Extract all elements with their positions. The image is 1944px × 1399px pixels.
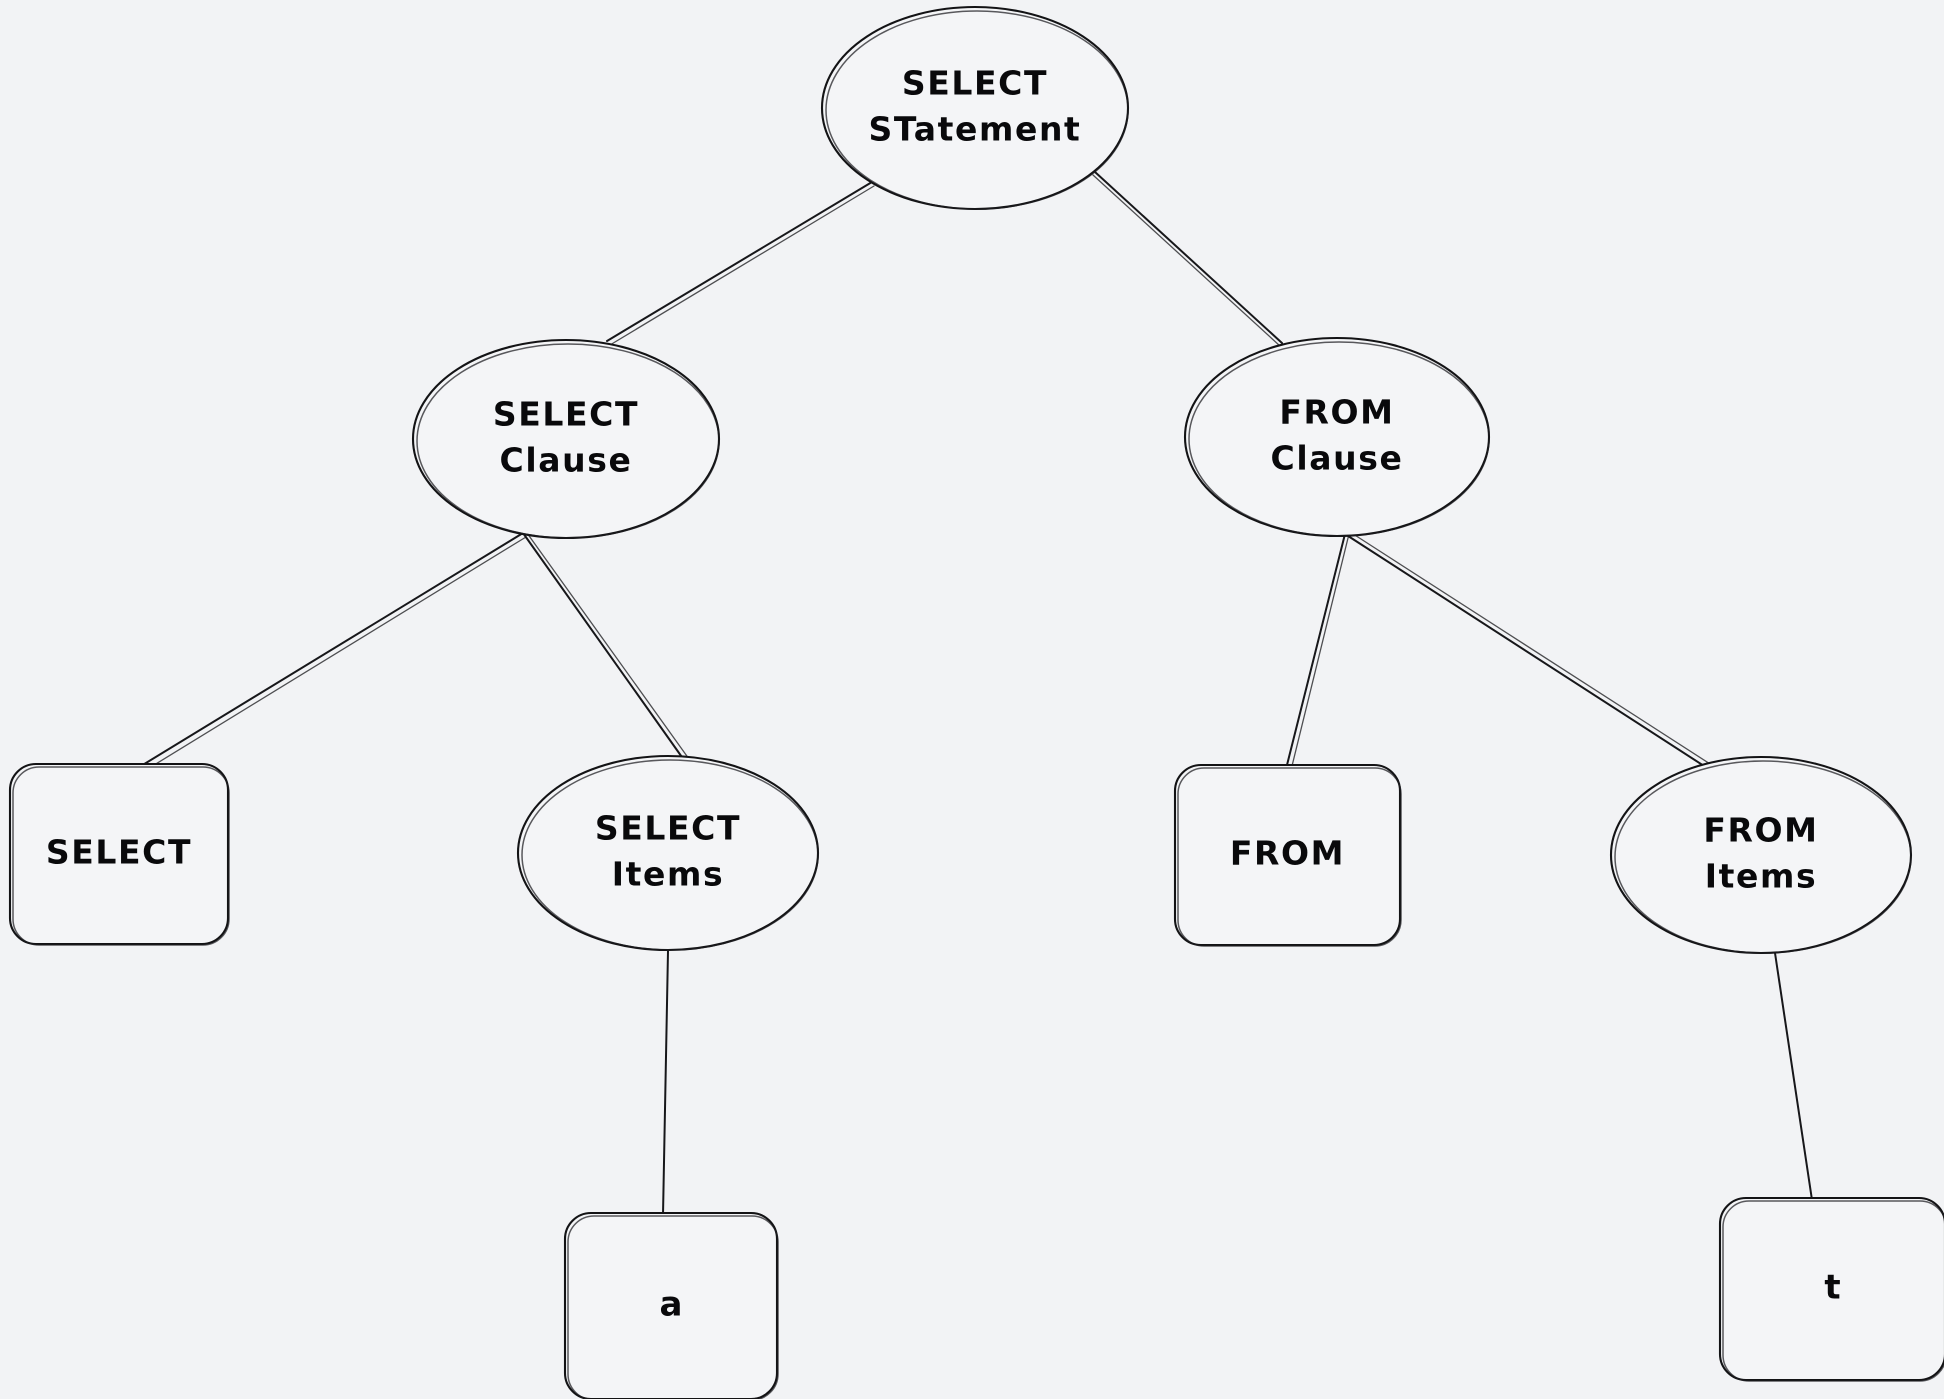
node-label-line1: FROM xyxy=(1279,393,1394,432)
node-shape-rounded-rect xyxy=(8,762,230,946)
edge-stroke-primary xyxy=(1774,952,1816,1221)
edge-layer xyxy=(140,171,1816,1221)
edge-from-items-to-t xyxy=(1774,952,1816,1221)
node-label-line2: Clause xyxy=(1271,439,1404,478)
edge-stroke-primary xyxy=(1094,171,1283,344)
node-from-clause[interactable]: FROM Clause xyxy=(1183,336,1491,538)
node-select-clause[interactable]: SELECT Clause xyxy=(411,338,721,540)
edge-select-clause-to-select-items xyxy=(522,532,690,761)
node-label-line1: t xyxy=(1824,1268,1840,1308)
node-shape-ellipse-sketch-overlay xyxy=(825,10,1129,210)
edge-stroke-ghost xyxy=(609,185,875,346)
node-select-items[interactable]: SELECT Items xyxy=(516,754,820,952)
node-shape-ellipse-sketch-overlay xyxy=(1614,760,1912,954)
node-shape-rounded-rect xyxy=(1173,763,1402,947)
node-from-terminal[interactable]: FROM xyxy=(1173,763,1402,947)
node-label-line1: SELECT xyxy=(46,833,192,872)
node-label-line2: Items xyxy=(1705,857,1817,896)
node-from-items[interactable]: FROM Items xyxy=(1609,755,1913,955)
node-shape-rounded-rect xyxy=(1718,1196,1944,1382)
node-table-t[interactable]: t xyxy=(1718,1196,1944,1382)
node-shape-rounded-rect-sketch-overlay xyxy=(1722,1200,1944,1382)
edge-stroke-primary xyxy=(1344,533,1719,776)
node-label-line1: SELECT xyxy=(902,64,1048,103)
edge-stroke-ghost xyxy=(1346,529,1722,772)
node-label-line2: Clause xyxy=(500,441,633,480)
edge-stroke-primary xyxy=(1286,533,1346,766)
node-shape-ellipse-sketch-overlay xyxy=(521,759,819,951)
edge-stroke-ghost xyxy=(1291,533,1350,767)
edge-stroke-primary xyxy=(606,181,873,342)
node-column-a[interactable]: a xyxy=(563,1211,779,1399)
node-shape-rounded-rect-sketch-overlay xyxy=(1177,767,1402,947)
node-shape-ellipse-sketch-overlay xyxy=(416,343,720,539)
node-label-line1: FROM xyxy=(1703,811,1818,850)
node-label-line1: a xyxy=(660,1285,683,1325)
node-select-statement[interactable]: SELECT STatement xyxy=(820,5,1130,211)
edge-stroke-primary xyxy=(522,532,685,761)
node-select-terminal[interactable]: SELECT xyxy=(8,762,230,946)
node-label-line1: FROM xyxy=(1230,834,1345,873)
edge-stroke-ghost xyxy=(526,532,690,760)
edge-select-clause-to-select xyxy=(140,532,527,771)
edge-stroke-ghost xyxy=(1092,174,1281,347)
edge-stroke-primary xyxy=(662,950,669,1216)
node-label-line1: SELECT xyxy=(595,809,741,848)
node-shape-rounded-rect xyxy=(563,1211,779,1399)
node-label-line2: Items xyxy=(612,855,724,894)
node-shape-rounded-rect-sketch-overlay xyxy=(567,1215,779,1399)
edge-stroke-ghost xyxy=(145,536,527,771)
node-label-line2: STatement xyxy=(869,110,1082,149)
edge-from-clause-to-from xyxy=(1286,533,1350,767)
node-shape-ellipse-sketch-overlay xyxy=(1188,341,1490,537)
edge-stmt-to-from-clause xyxy=(1092,171,1283,347)
edge-stmt-to-select-clause xyxy=(606,181,875,346)
node-label-line1: SELECT xyxy=(493,395,639,434)
node-shape-rounded-rect-sketch-overlay xyxy=(12,766,230,946)
edge-stroke-primary xyxy=(140,532,524,767)
edge-select-items-to-a xyxy=(662,950,669,1216)
edge-from-clause-to-from-items xyxy=(1344,529,1722,776)
